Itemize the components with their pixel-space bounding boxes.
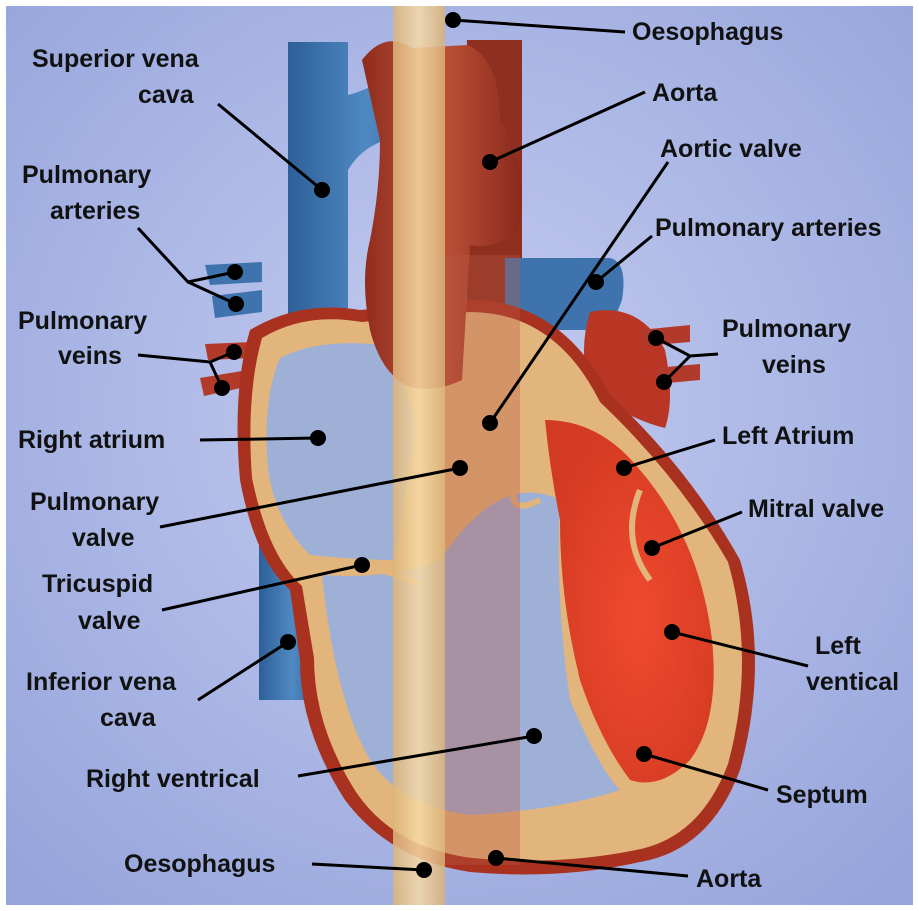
right-atrium-dot <box>310 430 326 446</box>
label-tricuspid-valve-line2: valve <box>78 607 141 635</box>
aortic-valve-dot <box>482 415 498 431</box>
tricuspid-valve-dot <box>354 557 370 573</box>
label-mitral-valve: Mitral valve <box>748 495 884 523</box>
oesophagus-bottom-dot <box>416 862 432 878</box>
oesophagus-tube <box>393 6 445 905</box>
pulmonary-arteries-left-dot-1 <box>227 264 243 280</box>
label-superior-vena-cava-line1: Superior vena <box>32 45 200 73</box>
right-ventrical-dot <box>526 728 542 744</box>
label-tricuspid-valve-line1: Tricuspid <box>42 570 153 598</box>
label-oesophagus-top: Oesophagus <box>632 18 783 46</box>
oesophagus-top-dot <box>445 12 461 28</box>
label-inferior-vena-cava-line1: Inferior vena <box>26 668 177 696</box>
inferior-vena-cava-dot <box>280 634 296 650</box>
label-pulmonary-veins-left-line1: Pulmonary <box>18 307 147 335</box>
label-left-atrium: Left Atrium <box>722 422 854 450</box>
pulmonary-arteries-right-dot <box>588 274 604 290</box>
label-pulmonary-arteries-left-line1: Pulmonary <box>22 161 151 189</box>
label-left-ventical-line1: Left <box>815 632 862 660</box>
label-aortic-valve: Aortic valve <box>660 135 802 163</box>
label-aorta-top: Aorta <box>652 79 718 107</box>
pulmonary-veins-left-dot-2 <box>214 380 230 396</box>
aorta-top-dot <box>482 154 498 170</box>
label-septum: Septum <box>776 781 868 809</box>
label-pulmonary-arteries-right: Pulmonary arteries <box>655 214 882 242</box>
label-oesophagus-bottom: Oesophagus <box>124 850 275 878</box>
label-right-atrium: Right atrium <box>18 426 165 454</box>
label-pulmonary-veins-right-line2: veins <box>762 351 826 379</box>
left-atrium-dot <box>616 460 632 476</box>
label-pulmonary-veins-right-line1: Pulmonary <box>722 315 851 343</box>
label-pulmonary-valve-line2: valve <box>72 524 135 552</box>
left-ventical-dot <box>664 624 680 640</box>
pulmonary-veins-right-dot-2 <box>656 374 672 390</box>
right-atrium-chamber <box>267 343 416 560</box>
septum-dot <box>636 746 652 762</box>
label-pulmonary-veins-left-line2: veins <box>58 342 122 370</box>
label-pulmonary-valve-line1: Pulmonary <box>30 488 159 516</box>
label-left-ventical-line2: ventical <box>806 668 899 696</box>
label-right-ventrical: Right ventrical <box>86 765 260 793</box>
mitral-valve-dot <box>644 540 660 556</box>
right-atrium-leader <box>200 438 318 440</box>
label-aorta-bottom: Aorta <box>696 865 762 893</box>
pulmonary-arteries-left-dot-2 <box>228 296 244 312</box>
label-superior-vena-cava-line2: cava <box>138 81 195 109</box>
pulmonary-veins-right-dot-1 <box>648 330 664 346</box>
aorta-overlay <box>445 255 520 865</box>
label-pulmonary-arteries-left-line2: arteries <box>50 197 140 225</box>
label-inferior-vena-cava-line2: cava <box>100 704 157 732</box>
aorta-bottom-dot <box>488 850 504 866</box>
pulmonary-veins-left-dot-1 <box>226 344 242 360</box>
superior-vena-cava-dot <box>314 182 330 198</box>
pulmonary-valve-dot <box>452 460 468 476</box>
